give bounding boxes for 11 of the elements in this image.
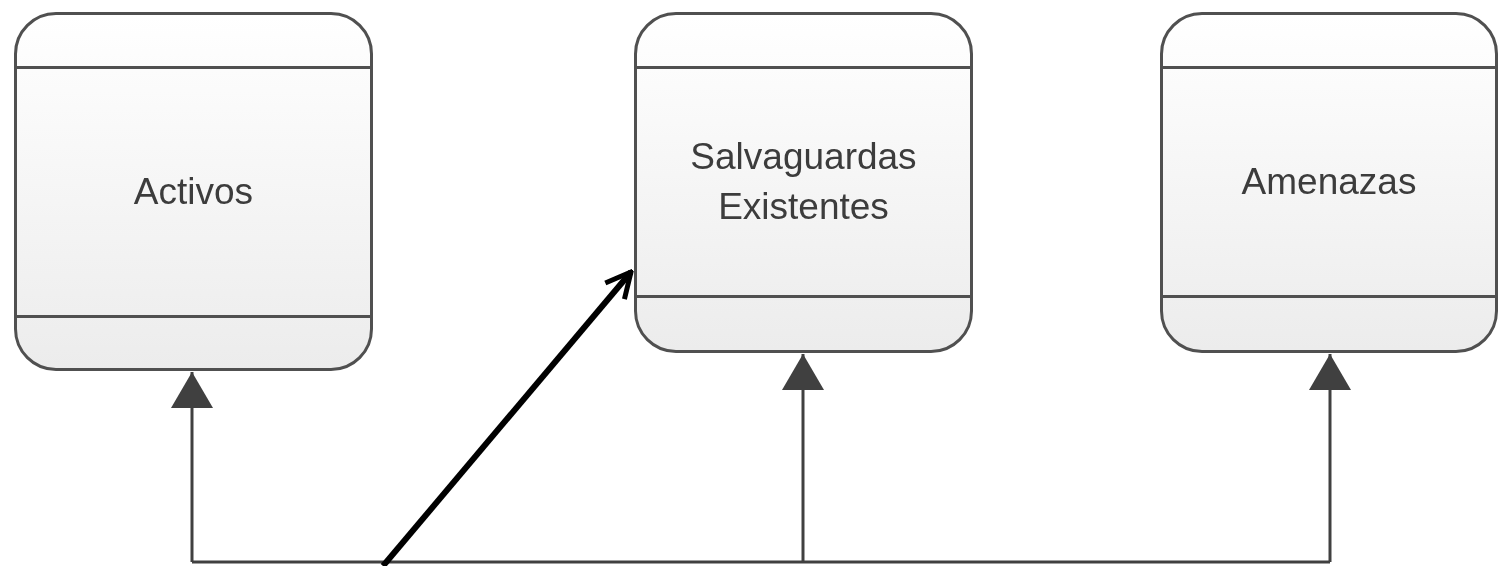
connector-line <box>192 560 1330 564</box>
box-label: Activos <box>133 170 254 215</box>
rounded-box <box>1160 12 1498 353</box>
arrow <box>380 269 634 566</box>
rounded-box <box>634 12 973 353</box>
rounded-box <box>14 12 373 371</box>
box-label: Amenazas <box>1241 160 1417 205</box>
arrow <box>782 354 824 562</box>
arrow <box>1309 354 1351 562</box>
box-label: Salvaguardas Existentes <box>689 135 918 229</box>
arrow <box>171 372 213 562</box>
